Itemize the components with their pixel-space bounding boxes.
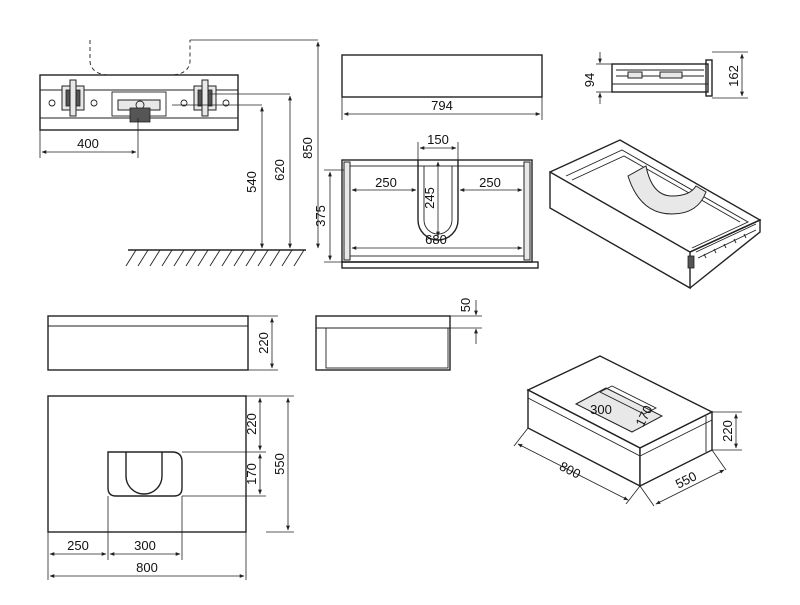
iso-u-cutout xyxy=(627,165,707,215)
dim-150-label: 150 xyxy=(427,132,449,147)
right-bracket-icon xyxy=(180,79,230,117)
dim-794-label: 794 xyxy=(431,98,453,113)
dim-top-300-label: 300 xyxy=(134,538,156,553)
side-elevation-body xyxy=(315,315,451,371)
waste-fitting-icon xyxy=(111,91,167,123)
dim-620-label: 620 xyxy=(272,159,287,181)
wall-mount-view: 400 540 620 850 xyxy=(39,39,320,267)
drawer-front-panel xyxy=(341,54,543,98)
top-basin-recess xyxy=(107,451,183,497)
dim-iso-550-label: 550 xyxy=(673,468,699,491)
front-elevation-body xyxy=(47,315,249,371)
cabinet-front xyxy=(39,74,239,131)
dim-94-label: 94 xyxy=(582,73,597,87)
dim-iso-300-label: 300 xyxy=(590,402,612,417)
basin-outline xyxy=(89,40,191,76)
drawer-front-view: 794 xyxy=(341,54,543,120)
dim-front-220-label: 220 xyxy=(256,332,271,354)
drawer-isometric-view xyxy=(549,139,762,290)
dim-162-label: 162 xyxy=(726,65,741,87)
iso-basin-recess xyxy=(574,387,664,433)
dim-top-170-label: 170 xyxy=(244,463,259,485)
top-plan-view: 220 170 550 250 300 800 xyxy=(47,395,294,580)
dim-iso-800-label: 800 xyxy=(557,458,583,481)
floor-hatching xyxy=(125,249,305,267)
dim-top-250-label: 250 xyxy=(67,538,89,553)
dim-680-label: 680 xyxy=(425,232,447,247)
u-cutout xyxy=(417,160,459,241)
iso-drawer-front xyxy=(549,170,691,290)
drawer-side-body xyxy=(611,63,709,93)
dim-250-right-label: 250 xyxy=(479,175,501,190)
cabinet-isometric-view: 300 170 220 800 550 xyxy=(513,355,742,507)
left-bracket-icon xyxy=(48,79,98,117)
dim-top-220-label: 220 xyxy=(244,413,259,435)
dim-375-label: 375 xyxy=(313,205,328,227)
dim-400-label: 400 xyxy=(77,136,99,151)
drawer-side-view: 94 162 xyxy=(582,51,748,104)
dim-540-label: 540 xyxy=(244,171,259,193)
dim-iso-220-label: 220 xyxy=(720,420,735,442)
dim-50-label: 50 xyxy=(458,298,473,312)
cabinet-front-elevation: 220 xyxy=(47,315,278,371)
dim-top-800-label: 800 xyxy=(136,560,158,575)
dim-250-left-label: 250 xyxy=(375,175,397,190)
dim-850-label: 850 xyxy=(300,137,315,159)
dim-top-550-label: 550 xyxy=(272,453,287,475)
dim-245-label: 245 xyxy=(422,187,437,209)
drawer-plan-view: 150 250 250 245 680 375 xyxy=(313,132,539,269)
cabinet-side-elevation: 50 xyxy=(315,298,482,371)
top-plan-outline xyxy=(47,395,247,533)
